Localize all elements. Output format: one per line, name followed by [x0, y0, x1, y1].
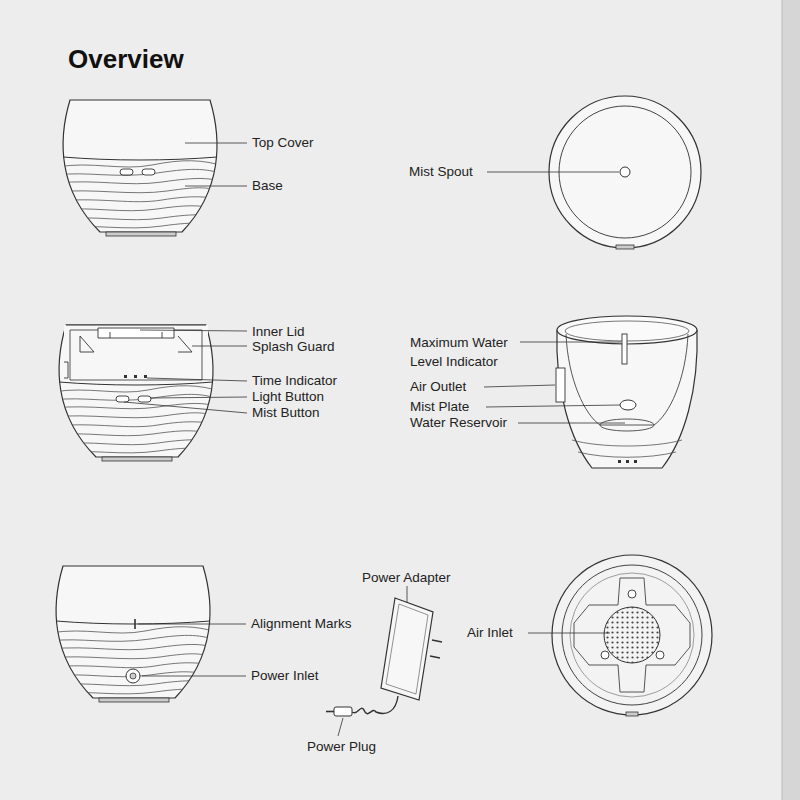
leader-lines-part: [147, 378, 247, 381]
part-label: Inner Lid: [252, 324, 305, 339]
part-label: Splash Guard: [252, 339, 335, 354]
diffuser-open-part: [124, 375, 127, 378]
bottom-view-part: [601, 651, 609, 659]
leader-lines-part: [185, 186, 247, 187]
leader-lines-part: [185, 143, 247, 144]
reservoir-view-part: [557, 330, 697, 468]
leader-lines-part: [140, 330, 247, 331]
top-view-part: [616, 245, 634, 249]
bottom-view-part: [626, 712, 638, 716]
diffuser-open-part: [138, 396, 151, 402]
leader-lines-part: [528, 633, 610, 634]
reservoir-view-part: [626, 460, 629, 463]
leader-lines-part: [150, 397, 247, 398]
part-label: Time Indicator: [252, 373, 337, 389]
power-adapter-part: [430, 640, 442, 658]
power-adapter-part: [326, 711, 334, 713]
bottom-view-part: [552, 555, 712, 715]
diffuser-open-part: [59, 382, 213, 385]
diffuser-front-part: [120, 169, 133, 175]
part-label: Mist Button: [252, 405, 320, 421]
diffuser-front: [57, 100, 227, 236]
diffuser-open-part: [64, 325, 208, 383]
leader-lines-part: [518, 423, 625, 424]
diffuser-front-part: [57, 100, 227, 236]
diffuser-open-part: [80, 336, 94, 352]
part-label: Light Button: [252, 389, 324, 405]
reservoir-view-part: [620, 400, 636, 410]
part-label: Power Adapter: [362, 570, 451, 586]
diffuser-front-part: [63, 157, 217, 160]
part-label: Base: [252, 178, 283, 194]
leader-lines-part: [192, 346, 247, 347]
part-label: Maximum Water Level Indicator: [410, 333, 528, 371]
power-adapter-part: [334, 707, 352, 716]
part-label: Water Reservoir: [410, 415, 507, 431]
diffuser-open-part: [53, 325, 223, 461]
diffuser-open-part: [64, 362, 68, 378]
leader-lines-part: [138, 624, 246, 625]
diffuser-back-part: [126, 669, 140, 683]
part-label: Power Inlet: [251, 668, 319, 684]
bottom-view-part: [562, 565, 702, 705]
reservoir-view-part: [622, 334, 627, 364]
bottom-view-part: [628, 590, 636, 598]
reservoir-view-part: [556, 368, 565, 402]
power-adapter-part: [386, 604, 428, 694]
part-label: Top Cover: [252, 135, 314, 151]
diffuser-open-part: [98, 328, 174, 338]
diffuser-back-part: [56, 621, 210, 624]
diffuser-open-part: [134, 375, 137, 378]
leader-lines-part: [124, 402, 247, 413]
bottom-view: [552, 555, 712, 716]
diffuser-open-part: [178, 336, 192, 352]
bottom-view-part: [574, 578, 690, 692]
diffuser-back-part: [50, 566, 220, 702]
diffuser-open: [53, 325, 223, 461]
diffuser-front-part: [142, 169, 155, 175]
diffuser-back: [50, 566, 220, 702]
leader-lines-part: [338, 718, 343, 736]
diffuser-open-part: [144, 375, 147, 378]
part-label: Air Outlet: [410, 379, 466, 395]
leader-lines-part: [520, 342, 621, 343]
page-title: Overview: [68, 44, 184, 74]
diffuser-open-part: [116, 396, 129, 402]
page-edge: [782, 0, 800, 800]
reservoir-view-part: [572, 440, 682, 457]
reservoir-view-part: [600, 419, 654, 431]
diffuser-open-part: [110, 332, 162, 338]
power-adapter-part: [381, 598, 433, 700]
power-adapter-part: [352, 696, 398, 714]
page-edge: [782, 0, 783, 800]
top-view: [549, 96, 701, 249]
part-label: Air Inlet: [467, 625, 513, 641]
diffuser-back-part: [130, 673, 136, 679]
bottom-view-part: [570, 573, 694, 697]
reservoir-view-part: [566, 334, 688, 425]
bottom-view-part: [656, 651, 664, 659]
part-label: Alignment Marks: [251, 616, 352, 632]
top-view-part: [620, 167, 630, 177]
part-label: Power Plug: [307, 739, 376, 755]
diffuser-back-part: [134, 619, 136, 629]
reservoir-view-part: [618, 460, 621, 463]
reservoir-view: [556, 316, 697, 468]
power-adapter: [326, 598, 442, 716]
leader-lines-part: [487, 172, 619, 173]
leader-lines-part: [407, 586, 408, 602]
part-label: Mist Plate: [410, 399, 469, 415]
leader-lines-part: [484, 385, 555, 387]
leader-lines-part: [486, 405, 620, 407]
reservoir-view-part: [634, 460, 637, 463]
part-label: Mist Spout: [409, 164, 473, 180]
bottom-view-part: [604, 607, 660, 663]
leader-lines: [124, 143, 625, 736]
diffuser-open-part: [66, 324, 206, 325]
leader-lines-part: [142, 676, 246, 677]
